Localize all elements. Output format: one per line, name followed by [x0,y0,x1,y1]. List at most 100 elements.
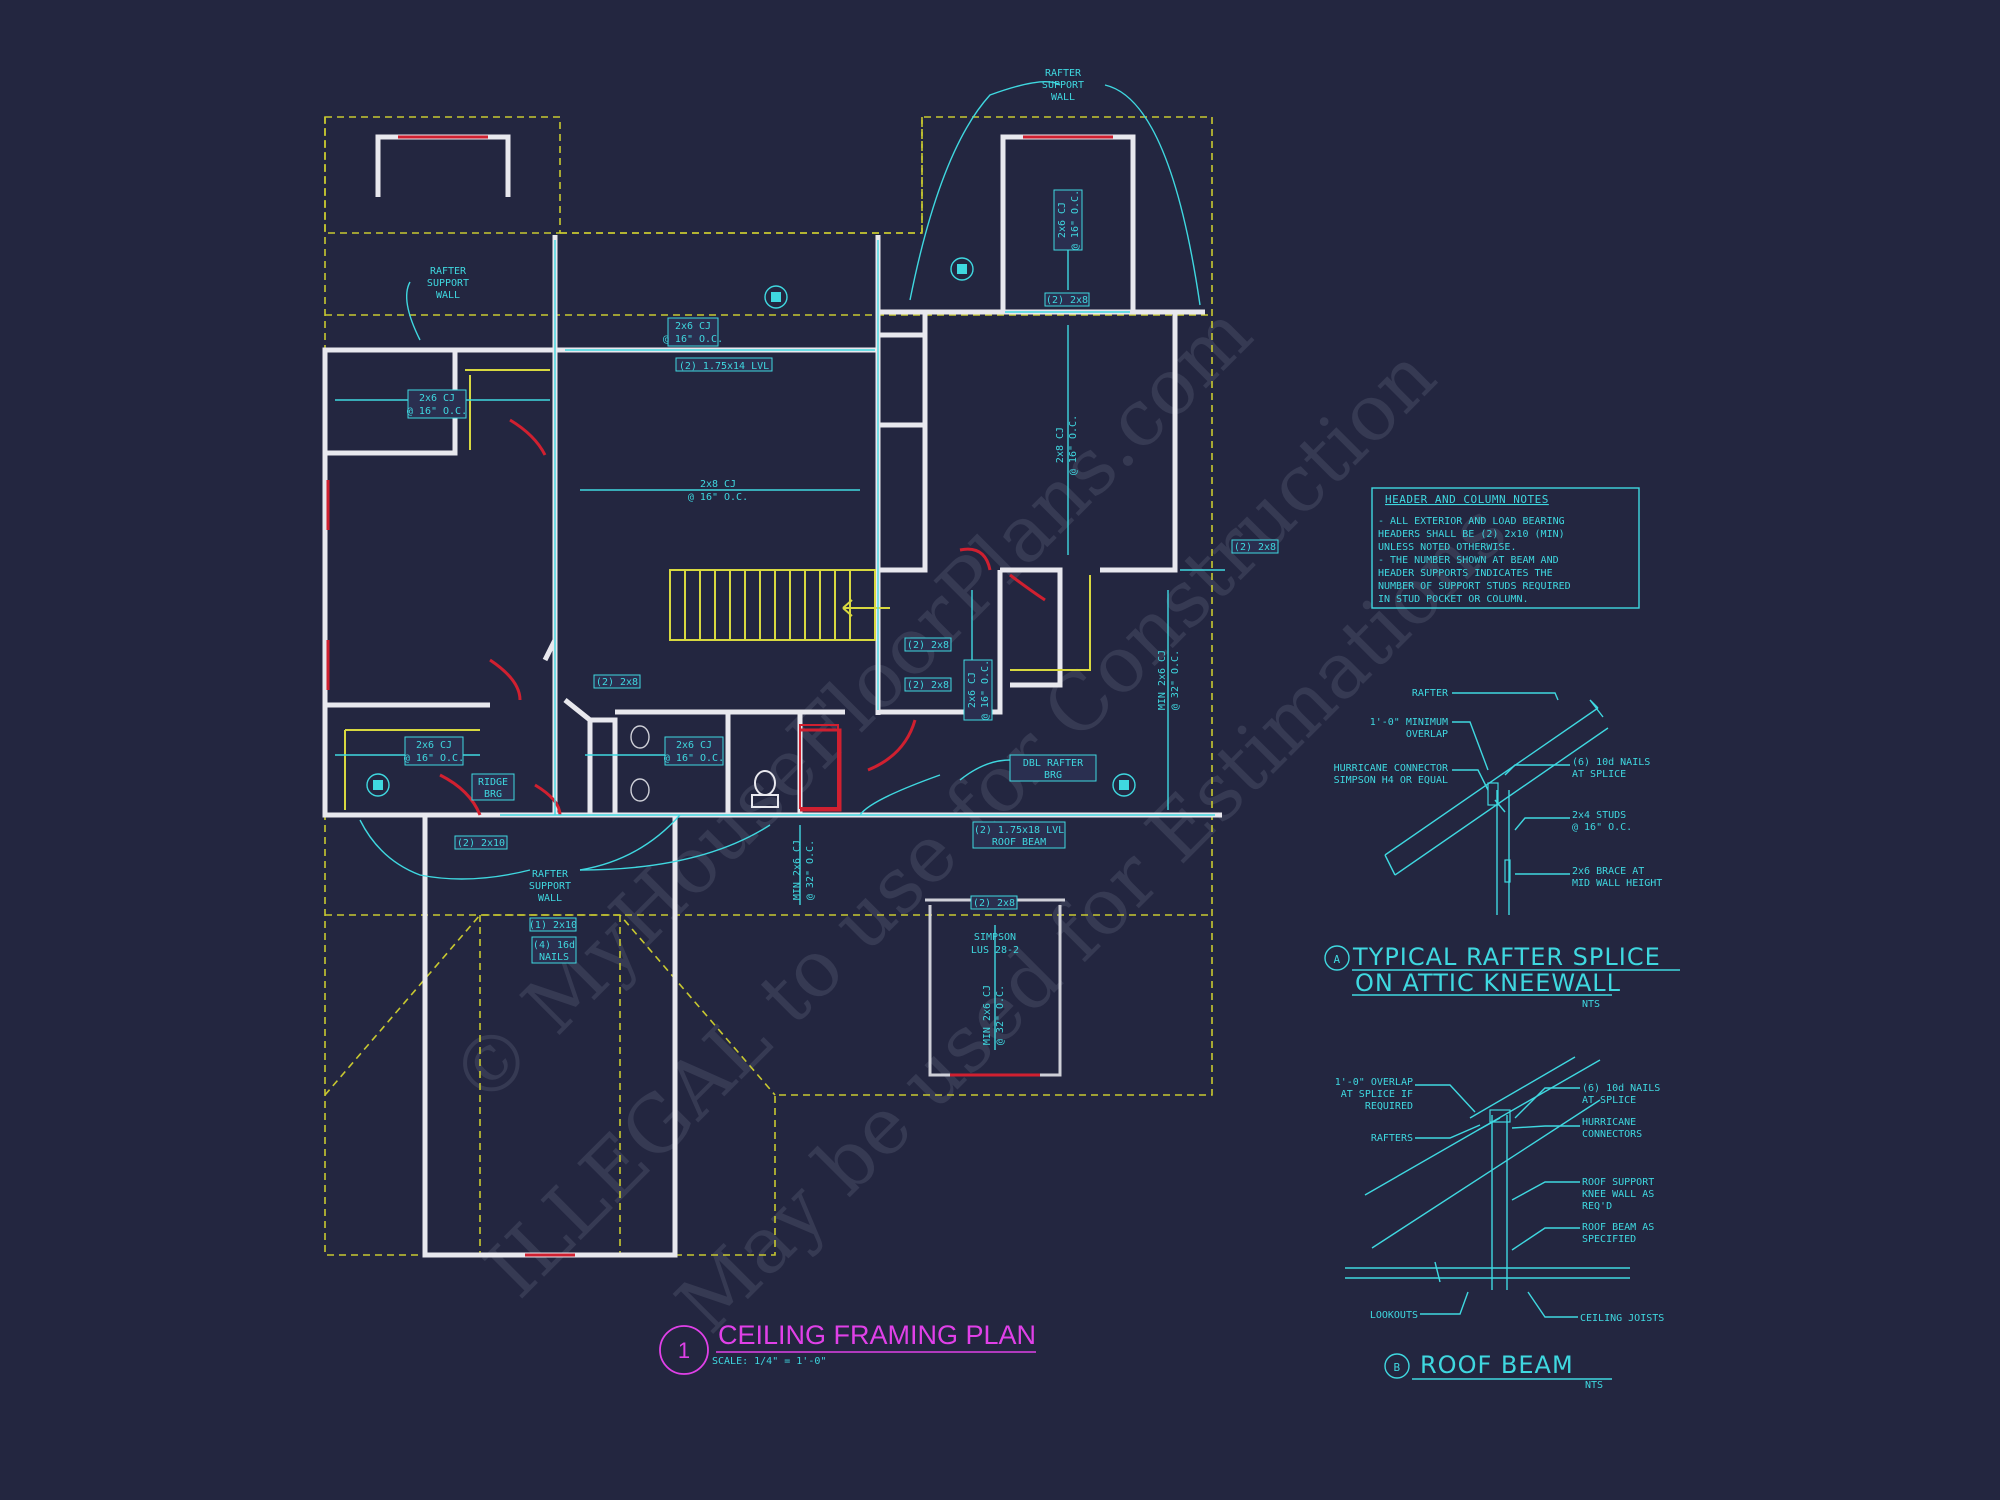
detail-b-overlap-1: 1'-0" OVERLAP [1335,1077,1413,1088]
label-min-cj-mid-1: MIN 2x6 CJ [792,840,803,900]
detail-a-studs-2: @ 16" O.C. [1572,822,1632,833]
column-marker-2 [950,257,974,281]
label-cj-top-2: @ 16" O.C. [663,334,723,345]
label-simpson-2: LUS 28-2 [971,945,1019,956]
leader-lines [359,80,1201,880]
detail-a-hurricane-1: HURRICANE CONNECTOR [1334,763,1449,774]
svg-text:WALL: WALL [538,893,562,904]
label-lvl-top: (2) 1.75x14 LVL [679,361,769,372]
label-rafter-support-wall-top: RAFTER SUPPORT WALL [1042,68,1084,103]
notes-line-3: UNLESS NOTED OTHERWISE. [1378,542,1516,553]
label-min-cj-right-2: @ 32" O.C. [1170,650,1181,710]
label-cj-right-top-1: 2x6 CJ [1057,202,1068,238]
label-cj-hall-1: 2x6 CJ [416,740,452,751]
detail-b-title: ROOF BEAM [1420,1351,1574,1379]
label-cj-center-1: 2x8 CJ [700,479,736,490]
watermark-line-1: © MyHouseFloorPlans.com [434,288,1270,1124]
detail-b-hurricane-1: HURRICANE [1582,1117,1636,1128]
detail-a-marker: A [1333,953,1340,966]
svg-text:SUPPORT: SUPPORT [1042,80,1084,91]
label-min-cj-porch-2: @ 32" O.C. [995,985,1006,1045]
detail-b-overlap-3: REQUIRED [1365,1101,1413,1112]
detail-a-studs-1: 2x4 STUDS [1572,810,1626,821]
shower-icon [799,724,839,809]
label-ridge-2: BRG [484,789,502,800]
label-cj-top-1: 2x6 CJ [675,321,711,332]
notes-line-6: NUMBER OF SUPPORT STUDS REQUIRED [1378,581,1571,592]
label-min-cj-right-1: MIN 2x6 CJ [1157,650,1168,710]
detail-b-scale: NTS [1585,1380,1603,1391]
doors [439,418,1046,816]
label-nails-2: NAILS [539,952,569,963]
detail-a-title-2: ON ATTIC KNEEWALL [1355,969,1621,997]
stairs[interactable] [669,569,890,641]
label-cj-bath-1: 2x6 CJ [676,740,712,751]
detail-a-scale: NTS [1582,999,1600,1010]
label-header-porch: (2) 2x8 [973,898,1015,909]
label-header-a: (2) 2x8 [907,640,949,651]
plan-labels: RAFTER SUPPORT WALL RAFTER SUPPORT WALL … [404,68,1279,1045]
closet-lines [344,369,1091,810]
label-header-2x10-b: (1) 2x10 [529,920,577,931]
label-min-cj-mid-2: @ 32" O.C. [805,840,816,900]
svg-text:SUPPORT: SUPPORT [427,278,469,289]
svg-text:RAFTER: RAFTER [1045,68,1082,79]
sink-2-icon [630,778,650,802]
detail-a-overlap-2: OVERLAP [1406,729,1448,740]
notes-line-4: - THE NUMBER SHOWN AT BEAM AND [1378,555,1559,566]
detail-a-overlap-1: 1'-0" MINIMUM [1370,717,1448,728]
label-cj-hall-2: @ 16" O.C. [404,753,464,764]
plan-title: CEILING FRAMING PLAN [718,1320,1036,1350]
svg-text:WALL: WALL [1051,92,1075,103]
column-marker-1 [764,285,788,309]
svg-text:SUPPORT: SUPPORT [529,881,571,892]
label-cj-left-2: @ 16" O.C. [407,406,467,417]
detail-b-nails-1: (6) 10d NAILS [1582,1083,1660,1094]
label-lvl-roof-beam-1: (2) 1.75x18 LVL [974,825,1064,836]
windows [326,135,1113,1257]
watermark-line-2: ILLEGAL to use for Construction [469,331,1453,1315]
label-nails-1: (4) 16d [533,940,575,951]
detail-b-roof-beam-2: SPECIFIED [1582,1234,1636,1245]
label-header-c: (2) 2x8 [596,677,638,688]
label-cj-vert-2: @ 16" O.C. [980,660,991,720]
label-header-right: (2) 2x8 [1234,542,1276,553]
label-ridge-1: RIDGE [478,777,508,788]
detail-b-marker: B [1393,1361,1400,1374]
plan-title-block: 1 CEILING FRAMING PLAN SCALE: 1/4" = 1'-… [659,1320,1036,1375]
detail-b-ceiling-joists: CEILING JOISTS [1580,1313,1664,1324]
label-cj-right-top-2: @ 16" O.C. [1070,190,1081,250]
detail-b-knee-wall-1: ROOF SUPPORT [1582,1177,1654,1188]
detail-b-roof-beam: 1'-0" OVERLAP AT SPLICE IF REQUIRED RAFT… [1335,1056,1664,1391]
detail-b-overlap-2: AT SPLICE IF [1341,1089,1413,1100]
label-cj-left-1: 2x6 CJ [419,393,455,404]
header-column-notes: HEADER AND COLUMN NOTES - ALL EXTERIOR A… [1371,487,1640,609]
detail-b-knee-wall-2: KNEE WALL AS [1582,1189,1654,1200]
column-marker-4 [1112,773,1136,797]
svg-text:RAFTER: RAFTER [430,266,467,277]
notes-title: HEADER AND COLUMN NOTES [1385,493,1549,506]
plan-scale: SCALE: 1/4" = 1'-0" [712,1356,826,1367]
label-lvl-roof-beam-2: ROOF BEAM [992,837,1046,848]
notes-line-1: - ALL EXTERIOR AND LOAD BEARING [1378,516,1565,527]
label-cj-vert-1: 2x6 CJ [967,672,978,708]
label-min-cj-porch-1: MIN 2x6 CJ [982,985,993,1045]
label-dbl-rafter-1: DBL RAFTER [1023,758,1084,769]
detail-b-hurricane-2: CONNECTORS [1582,1129,1642,1140]
label-cj-bath-2: @ 16" O.C. [664,753,724,764]
detail-b-lookouts: LOOKOUTS [1370,1310,1418,1321]
detail-a-nails-1: (6) 10d NAILS [1572,757,1650,768]
detail-a-brace-2: MID WALL HEIGHT [1572,878,1662,889]
bath-fixtures [630,724,839,809]
detail-a-hurricane-2: SIMPSON H4 OR EQUAL [1334,775,1448,786]
notes-line-7: IN STUD POCKET OR COLUMN. [1378,594,1529,605]
label-cj-right-1: 2x8 CJ [1055,427,1066,463]
notes-line-2: HEADERS SHALL BE (2) 2x10 (MIN) [1378,529,1565,540]
detail-b-roof-beam-1: ROOF BEAM AS [1582,1222,1654,1233]
detail-a-title-1: TYPICAL RAFTER SPLICE [1352,943,1661,971]
watermark: © MyHouseFloorPlans.com ILLEGAL to use f… [434,288,1525,1350]
detail-b-nails-2: AT SPLICE [1582,1095,1636,1106]
detail-a-rafter-splice: RAFTER 1'-0" MINIMUM OVERLAP HURRICANE C… [1324,688,1680,1010]
label-header-2x10: (2) 2x10 [457,838,505,849]
